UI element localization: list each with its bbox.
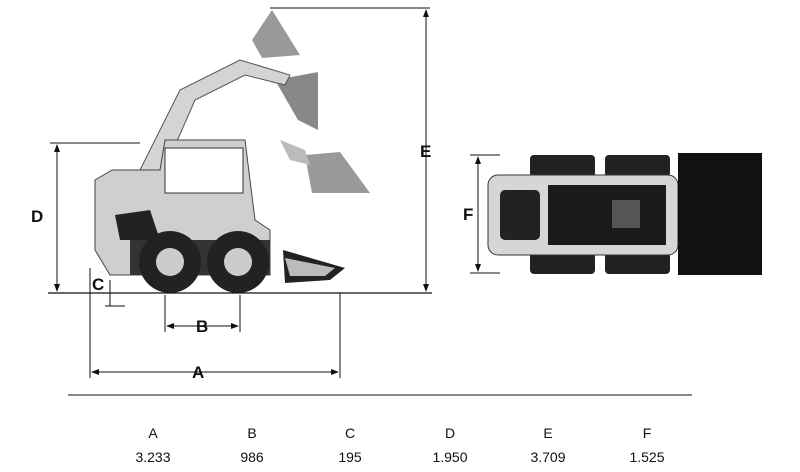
table-column-b: B 986 [212, 425, 292, 465]
raised-bucket-low [305, 152, 370, 193]
raised-bucket-mid [275, 72, 318, 130]
column-key: A [148, 425, 158, 441]
column-value: 986 [240, 449, 264, 465]
dimension-lines [50, 7, 500, 378]
raised-bucket-top [252, 10, 300, 58]
column-key: B [247, 425, 257, 441]
label-d: D [31, 207, 43, 226]
table-column-c: C 195 [310, 425, 390, 465]
label-e: E [420, 142, 431, 161]
table-column-e: E 3.709 [508, 425, 588, 465]
side-view-loader [48, 10, 432, 294]
column-value: 1.525 [629, 449, 665, 465]
table-column-f: F 1.525 [607, 425, 687, 465]
column-value: 1.950 [432, 449, 468, 465]
top-bucket [678, 153, 762, 275]
label-c: C [92, 275, 104, 294]
column-value: 195 [338, 449, 362, 465]
column-value: 3.709 [530, 449, 566, 465]
label-f: F [463, 205, 473, 224]
table-column-a: A 3.233 [113, 425, 193, 465]
column-key: C [344, 425, 356, 441]
column-key: F [642, 425, 652, 441]
top-view-loader [487, 153, 762, 275]
table-column-d: D 1.950 [410, 425, 490, 465]
label-b: B [196, 317, 208, 336]
column-value: 3.233 [135, 449, 171, 465]
dimension-labels: E D C B A F [31, 142, 473, 382]
column-key: E [543, 425, 553, 441]
column-key: D [444, 425, 456, 441]
label-a: A [192, 363, 204, 382]
